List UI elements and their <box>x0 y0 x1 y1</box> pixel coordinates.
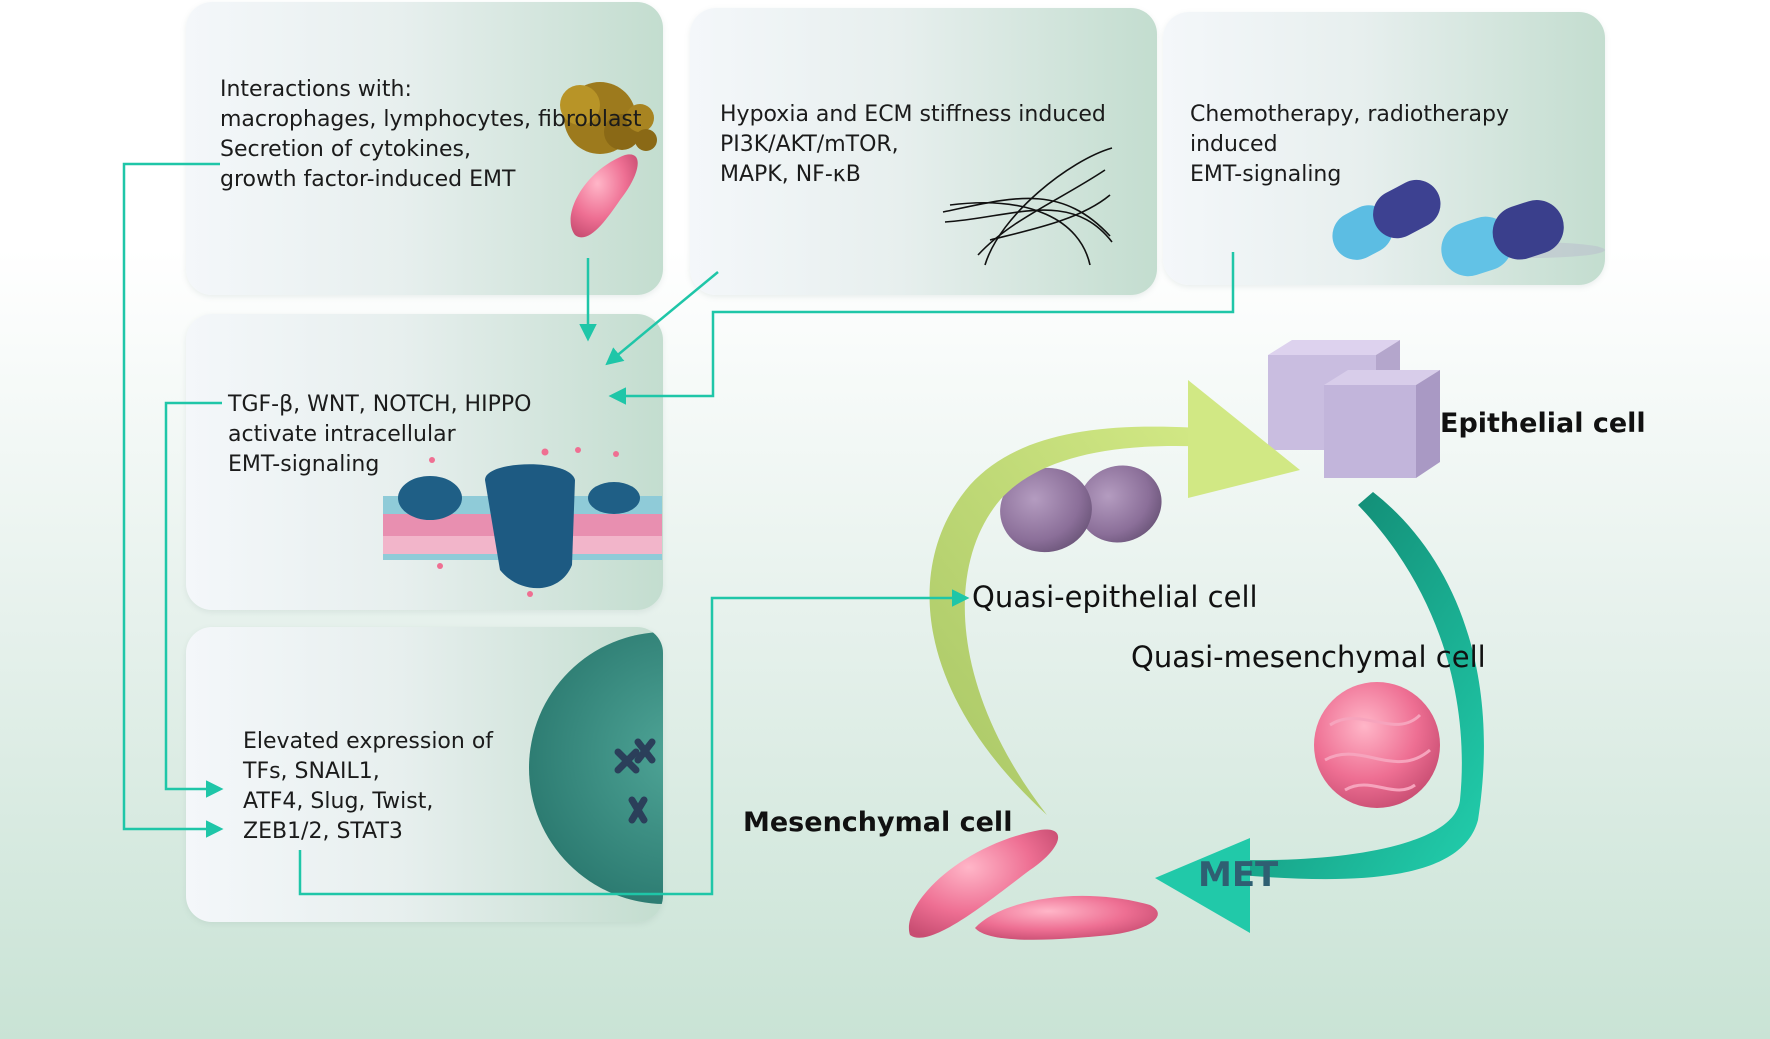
panel-hypoxia-text: Hypoxia and ECM stiffness induced PI3K/A… <box>720 102 1106 187</box>
panel-therapy-text: Chemotherapy, radiotherapy induced EMT-s… <box>1190 102 1510 187</box>
panel-signaling <box>186 314 663 610</box>
epithelial-cell-label: Epithelial cell <box>1440 408 1646 439</box>
panel-signaling-text: TGF-β, WNT, NOTCH, HIPPO activate intrac… <box>228 392 532 477</box>
panel-microenvironment-text: Interactions with: macrophages, lymphocy… <box>220 77 642 192</box>
quasi-epithelial-cell-label: Quasi-epithelial cell <box>972 580 1258 614</box>
epithelial-cell-icon <box>1268 340 1440 478</box>
met-label: MET <box>1198 855 1279 895</box>
mesenchymal-cell-icon <box>908 829 1158 940</box>
panel-transcription-text: Elevated expression of TFs, SNAIL1, ATF4… <box>243 729 494 844</box>
quasi-mesenchymal-cell-icon <box>1314 682 1440 808</box>
quasi-epithelial-cell-icon <box>1000 465 1162 553</box>
mesenchymal-cell-label: Mesenchymal cell <box>743 807 1013 838</box>
quasi-mesenchymal-cell-label: Quasi-mesenchymal cell <box>1131 640 1486 674</box>
